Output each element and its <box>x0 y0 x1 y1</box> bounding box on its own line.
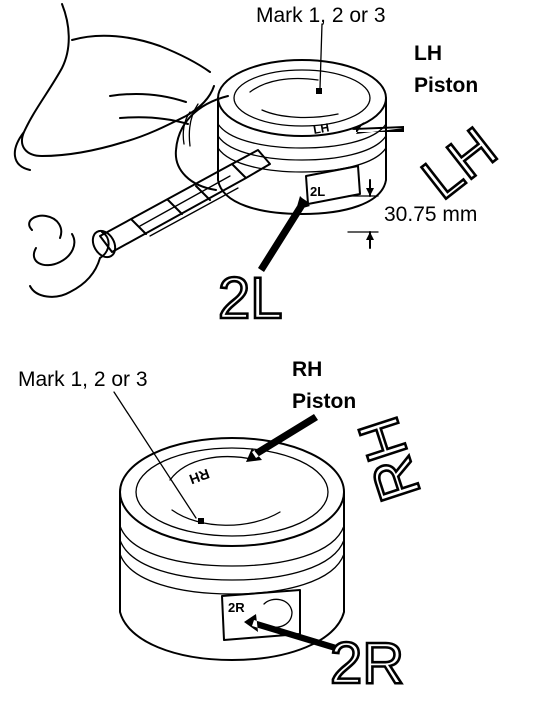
rh-bottom-callout: 2R <box>330 631 404 696</box>
hand-outline <box>14 3 215 171</box>
lh-piston-drawing <box>14 3 404 298</box>
lh-mark-dot <box>316 88 322 94</box>
rh-mark-label: Mark 1, 2 or 3 <box>18 368 148 391</box>
rh-piston-title-2: Piston <box>292 390 356 413</box>
2r-arrow <box>244 614 340 652</box>
lh-bottom-callout: 2L <box>218 266 283 331</box>
rh-piston-drawing <box>113 391 345 661</box>
lh-crown-stamp: LH <box>312 120 330 137</box>
lh-mark-label: Mark 1, 2 or 3 <box>256 4 386 27</box>
pin-boss <box>174 95 229 191</box>
2l-arrow <box>258 196 310 272</box>
rh-arrow <box>246 414 318 462</box>
lh-callout-large: LH <box>410 115 508 212</box>
fingers-outline <box>28 214 110 298</box>
lh-side-stamp: 2L <box>310 184 325 199</box>
lh-dimension: 30.75 mm <box>384 203 477 226</box>
rh-side-stamp: 2R <box>228 600 245 615</box>
lh-piston-title-1: LH <box>414 42 442 65</box>
rh-piston-title-1: RH <box>292 358 322 381</box>
rh-callout-large: RH <box>346 409 434 509</box>
rh-mark-dot <box>198 518 204 524</box>
lh-arrow <box>352 122 404 134</box>
rh-crown-rim <box>119 437 345 547</box>
rh-crown-stamp: RH <box>187 466 211 488</box>
lh-piston-title-2: Piston <box>414 74 478 97</box>
